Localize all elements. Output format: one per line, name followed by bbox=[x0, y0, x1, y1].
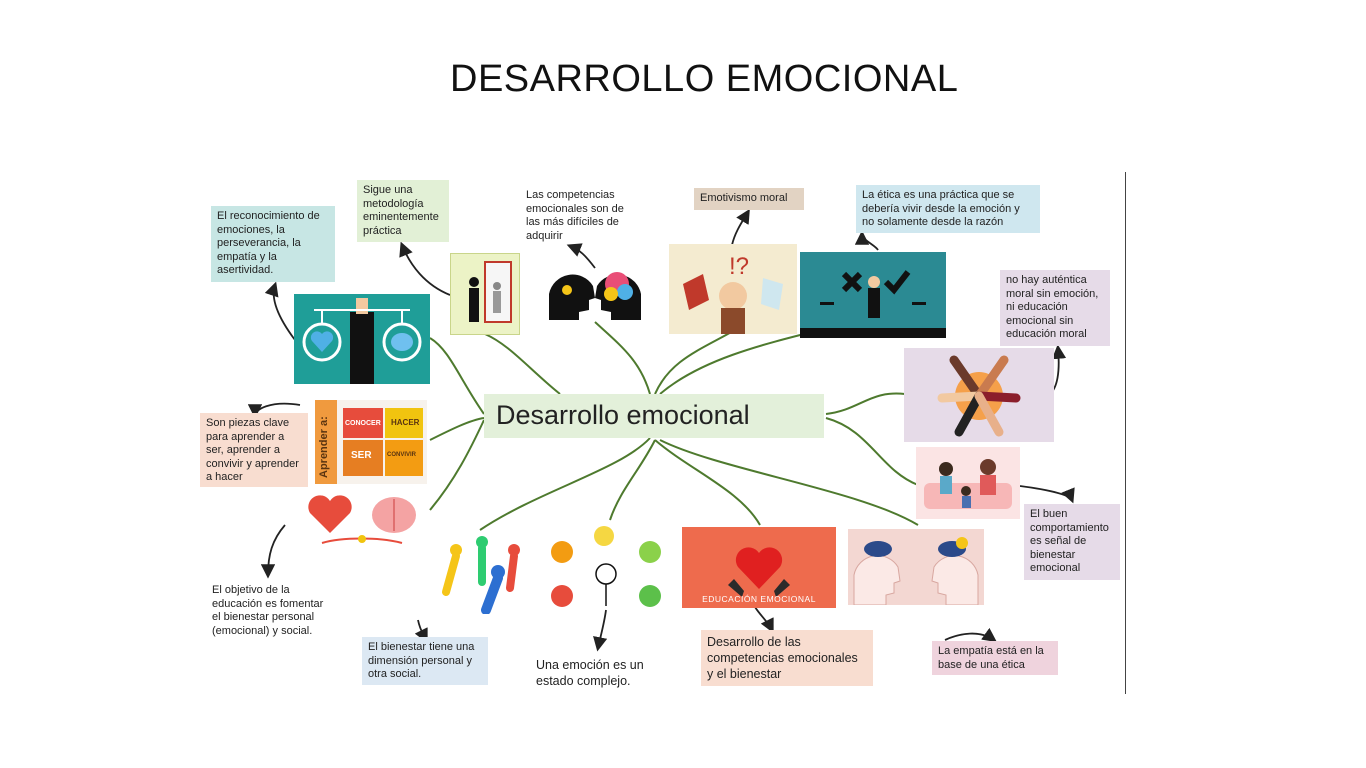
node-etica-practica: La ética es una práctica que se debería … bbox=[856, 185, 1040, 233]
node-bienestar-dimension: El bienestar tiene una dimensión persona… bbox=[362, 637, 488, 685]
page-title: DESARROLLO EMOCIONAL bbox=[450, 58, 959, 100]
arrow-emotivismo bbox=[731, 208, 750, 246]
node-autentica-moral: no hay auténtica moral sin emoción, ni e… bbox=[1000, 270, 1110, 346]
educacion-emocional-illustration: EDUCACIÓN EMOCIONAL bbox=[682, 527, 836, 608]
arrow-etica bbox=[854, 230, 879, 251]
heart-brain-scale-illustration bbox=[302, 493, 420, 553]
puzzle-conocer: CONOCER bbox=[345, 420, 381, 427]
heads-illustration bbox=[545, 264, 645, 326]
node-metodologia: Sigue una metodología eminentemente prác… bbox=[357, 180, 449, 242]
puzzle-illustration: Aprender a: CONOCER HACER SER CONVIVIR bbox=[315, 400, 427, 484]
arrow-objetivo bbox=[260, 524, 286, 579]
hands-circle-illustration bbox=[904, 348, 1054, 442]
center-node: Desarrollo emocional bbox=[484, 394, 824, 438]
branch-to-educacion bbox=[654, 439, 761, 526]
node-objetivo: El objetivo de la educación es fomentar … bbox=[212, 584, 324, 637]
node-reconocimiento: El reconocimiento de emociones, la perse… bbox=[211, 206, 335, 282]
separator-line bbox=[1125, 172, 1126, 694]
node-buen-comportamiento: El buen comportamiento es señal de biene… bbox=[1024, 504, 1120, 580]
node-piezas-clave: Son piezas clave para aprender a ser, ap… bbox=[200, 413, 308, 487]
arrow-educacion bbox=[754, 606, 774, 634]
emotion-faces-illustration bbox=[538, 522, 676, 610]
branch-to-metodologia bbox=[484, 333, 561, 395]
node-empatia-base: La empatía está en la base de una ética bbox=[932, 641, 1058, 675]
branch-to-emocion bbox=[609, 439, 656, 521]
branch-to-empatia bbox=[659, 439, 919, 526]
puzzle-convivir: CONVIVIR bbox=[387, 452, 417, 458]
emotivismo-illustration: !? bbox=[669, 244, 797, 334]
branch-to-puzzle bbox=[429, 417, 485, 441]
branch-to-reconocimiento bbox=[429, 337, 485, 415]
family-illustration bbox=[916, 447, 1020, 519]
mirror-illustration bbox=[450, 253, 520, 335]
arrow-reconocimiento bbox=[264, 281, 296, 341]
arrow-empatia bbox=[944, 627, 997, 643]
arrow-emocion bbox=[593, 609, 608, 652]
arrow-competencias bbox=[566, 243, 596, 269]
arrow-buen bbox=[1019, 485, 1075, 504]
puzzle-ser: SER bbox=[351, 450, 372, 461]
heart-brain-illustration bbox=[294, 294, 430, 384]
choice-illustration bbox=[800, 252, 946, 338]
branch-to-corazon bbox=[429, 419, 485, 511]
branch-to-competencias bbox=[594, 321, 651, 395]
branch-to-buen bbox=[825, 417, 919, 486]
node-desarrollo-competencias: Desarrollo de las competencias emocional… bbox=[701, 630, 873, 686]
arrow-metodologia bbox=[399, 241, 451, 296]
node-competencias-dificiles: Las competencias emocionales son de las … bbox=[526, 189, 624, 242]
puzzle-hacer: HACER bbox=[391, 418, 420, 427]
branch-to-emotivismo bbox=[654, 329, 736, 395]
people-circle-illustration bbox=[434, 532, 530, 614]
branch-to-moral bbox=[825, 392, 906, 415]
educacion-caption: EDUCACIÓN EMOCIONAL bbox=[702, 594, 816, 604]
puzzle-side-label: Aprender a: bbox=[318, 416, 330, 478]
branch-to-etica bbox=[659, 329, 821, 395]
node-emotivismo: Emotivismo moral bbox=[694, 188, 804, 210]
node-emocion-estado: Una emoción es un estado complejo. bbox=[536, 658, 644, 688]
branch-to-bienestar bbox=[479, 437, 651, 531]
svg-text:!?: !? bbox=[729, 253, 749, 280]
empathy-heads-illustration bbox=[848, 529, 984, 605]
green-branches bbox=[429, 321, 919, 531]
